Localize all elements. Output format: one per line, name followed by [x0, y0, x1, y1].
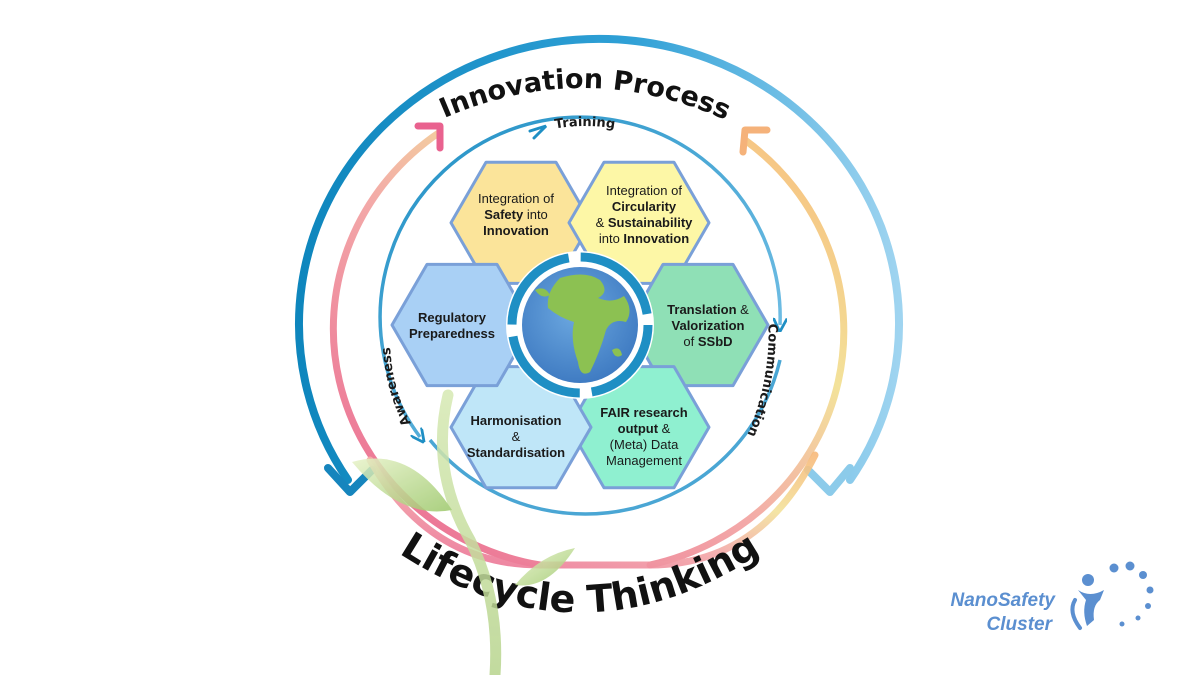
outer-arrow-right-icon — [804, 464, 854, 496]
inner-arc-group — [378, 115, 782, 516]
inner-arc — [378, 115, 780, 437]
inner-arrow-top-icon — [528, 124, 548, 140]
logo-line2: Cluster — [987, 614, 1054, 635]
sprout-icon — [352, 389, 575, 675]
inner-arc-bottom — [428, 359, 782, 516]
orange-arrowhead-icon — [739, 126, 771, 156]
petal-hexagon — [390, 262, 534, 388]
ring-bottom-segment — [366, 451, 819, 569]
logo-line1: NanoSafety — [950, 590, 1056, 611]
running-figure-icon — [1070, 561, 1154, 630]
lifecycle-thinking-title: Lifecycle Thinking — [394, 523, 766, 621]
petal-label: Harmonisation&Standardisation — [467, 413, 565, 460]
outer-arc — [295, 34, 903, 484]
awareness-label: Awareness — [379, 347, 414, 429]
pink-arrowhead-icon — [414, 122, 444, 152]
nanosafety-logo: NanoSafety Cluster — [950, 561, 1154, 635]
outer-arrow-left-icon — [324, 464, 376, 496]
earth-globe-icon — [506, 251, 654, 399]
petal-harmonisation: Harmonisation&Standardisation — [449, 365, 593, 490]
lifecycle-ring-group — [329, 122, 848, 569]
training-label: Training — [554, 115, 616, 133]
outer-arc-group — [295, 34, 903, 496]
lifecycle-ring — [329, 128, 848, 569]
